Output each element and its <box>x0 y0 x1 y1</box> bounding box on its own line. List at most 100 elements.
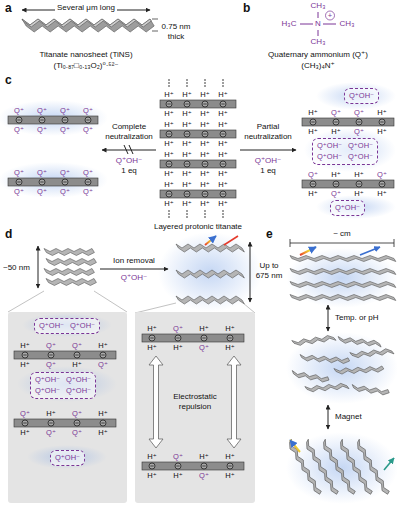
titanate-sheet <box>8 116 98 124</box>
reflection-arrow <box>300 247 316 255</box>
negative-charge <box>333 181 339 187</box>
ion-label: H⁺ <box>218 109 227 118</box>
blue-glow <box>27 445 107 469</box>
negative-charge <box>176 466 179 467</box>
ion-label: H⁺ <box>218 90 227 99</box>
ion-label: H⁺ <box>147 471 156 480</box>
blue-glow <box>27 445 107 469</box>
switch-arrow <box>328 305 329 331</box>
zoom-line <box>243 303 255 313</box>
ion-label: Q⁺ <box>199 471 209 480</box>
ion-label: H⁺ <box>98 409 107 418</box>
negative-charge <box>167 194 170 195</box>
negative-charge <box>167 134 170 135</box>
ion-label: Q⁺ <box>308 170 318 179</box>
ion-label: H⁺ <box>182 139 191 148</box>
ion-pair-text: Q⁺OH⁻ <box>66 375 91 385</box>
reflection-arrow <box>205 236 216 245</box>
ion-label: Q⁺ <box>83 106 93 115</box>
negative-charge <box>49 423 52 424</box>
continuation-dot <box>186 210 188 212</box>
ion-pair-text: Q⁺OH⁻ <box>317 141 342 151</box>
negative-charge <box>175 335 181 341</box>
titanate-sheet <box>302 118 394 126</box>
ion-label: Q⁺ <box>354 108 364 117</box>
annotation-label: 1 eq <box>260 166 276 176</box>
negative-charge <box>357 122 360 123</box>
continuation-dot <box>204 79 206 81</box>
continuation-dot <box>204 216 206 218</box>
negative-charge <box>86 120 89 121</box>
zoom-line <box>94 291 127 312</box>
negative-charge <box>334 122 337 123</box>
negative-charge <box>185 194 188 195</box>
ion-label: H⁺ <box>200 199 209 208</box>
titanate-sheet <box>14 419 116 427</box>
ion-label: H⁺ <box>173 471 182 480</box>
continuation-dot <box>186 213 188 215</box>
nanosheet <box>334 366 384 375</box>
ion-pair-text: Q⁺OH⁻ <box>70 321 95 331</box>
negative-charge <box>201 463 207 469</box>
negative-charge <box>100 420 106 426</box>
continuation-dot <box>186 216 188 218</box>
negative-charge <box>100 352 106 358</box>
ion-label: Q⁺ <box>173 452 183 461</box>
continuation-dot <box>204 213 206 215</box>
continuation-dot <box>186 79 188 81</box>
ion-label: H⁺ <box>199 324 208 333</box>
annotation-label: Up to 675 nm <box>254 261 284 281</box>
nanosheet <box>300 355 350 364</box>
ion-label: H⁺ <box>218 120 227 129</box>
ion-label: H⁺ <box>225 471 234 480</box>
titanate-sheet <box>142 334 244 342</box>
bond-line <box>323 24 336 25</box>
ion-pair-text: Q⁺OH⁻ <box>348 152 373 162</box>
annotation-label: N <box>315 19 321 29</box>
ion-label: Q⁺ <box>60 106 70 115</box>
ion-label: H⁺ <box>147 452 156 461</box>
negative-charge <box>202 466 205 467</box>
negative-charge <box>311 122 314 123</box>
annotation-label: Magnet <box>335 412 362 422</box>
nanosheet <box>176 244 244 252</box>
negative-charge <box>379 119 385 125</box>
blue-glow <box>0 100 108 136</box>
negative-charge <box>356 119 362 125</box>
blue-glow <box>286 332 398 404</box>
spacing-arrow <box>250 242 251 302</box>
negative-charge <box>167 104 170 105</box>
ion-label: H⁺ <box>225 324 234 333</box>
reflection-arrow <box>224 236 238 245</box>
zoom-line <box>135 303 176 313</box>
negative-charge <box>75 423 78 424</box>
ion-label: Q⁺ <box>72 428 82 437</box>
annotation-label: Temp. or pH <box>335 313 379 323</box>
annotation-label: CH₃ <box>340 19 355 29</box>
negative-charge <box>220 161 226 167</box>
ion-label: H⁺ <box>164 109 173 118</box>
ion-label: Q⁺ <box>72 341 82 350</box>
continuation-dot <box>186 82 188 84</box>
ion-pair-text: Q⁺OH⁻ <box>39 321 64 331</box>
ion-pair-box: Q⁺OH⁻ Q⁺OH⁻ <box>34 318 100 334</box>
continuation-dot <box>204 82 206 84</box>
nanosheet <box>44 269 94 276</box>
titanate-sheet <box>160 100 236 108</box>
annotation-label: Q⁺OH⁻ <box>121 273 148 283</box>
ion-pair-text: Q⁺OH⁻ <box>317 152 342 162</box>
negative-charge <box>184 191 190 197</box>
negative-charge <box>23 423 26 424</box>
zoom-panel <box>135 312 255 503</box>
panel-letter: e <box>266 228 273 241</box>
nanosheet <box>291 371 329 383</box>
ion-label: H⁺ <box>72 360 81 369</box>
ion-pair-text: Q⁺OH⁻ <box>348 141 373 151</box>
negative-charge <box>150 466 153 467</box>
negative-charge <box>23 355 26 356</box>
continuation-dot <box>168 216 170 218</box>
negative-charge <box>175 463 181 469</box>
nanosheet <box>290 269 396 275</box>
nanosheet <box>338 337 382 348</box>
annotation-label: ~ cm <box>331 229 353 239</box>
